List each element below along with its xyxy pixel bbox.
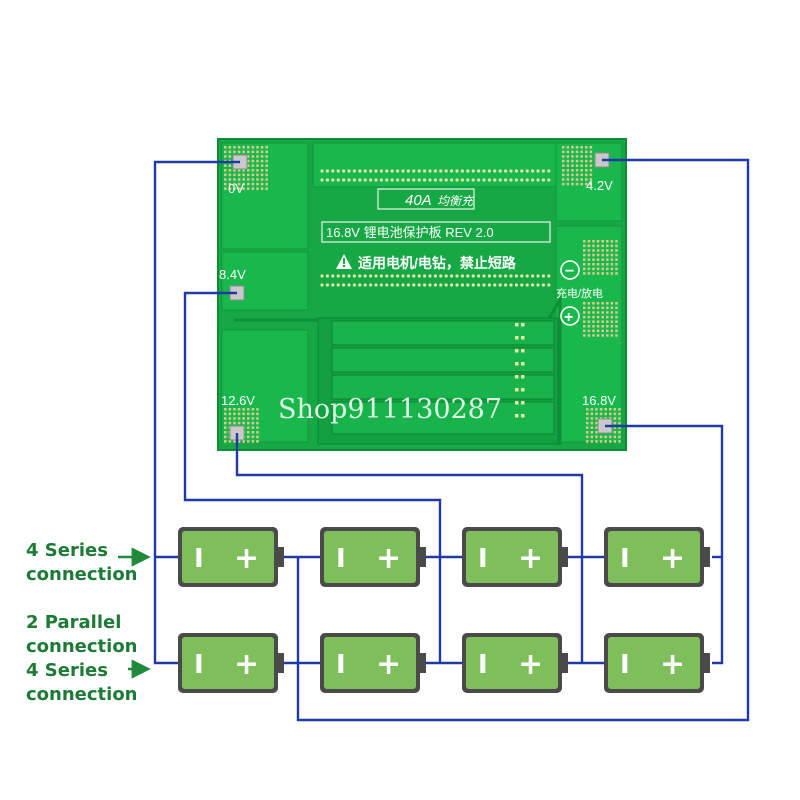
shop-watermark: Shop911130287 bbox=[278, 394, 502, 425]
pad-label-12-6v: 12.6V bbox=[221, 393, 255, 408]
battery-positive-sign: + bbox=[660, 541, 685, 576]
charge-discharge-label: 充电/放电 bbox=[556, 286, 603, 300]
battery-terminal bbox=[420, 653, 426, 673]
battery-positive-sign: + bbox=[660, 647, 685, 682]
warning-icon bbox=[336, 254, 352, 269]
series-label: 4 Series connection bbox=[26, 539, 138, 587]
battery-terminal bbox=[704, 653, 710, 673]
battery-negative-sign: I bbox=[194, 650, 204, 680]
battery-negative-sign: I bbox=[478, 544, 488, 574]
battery-terminal bbox=[278, 653, 284, 673]
battery-terminal bbox=[562, 547, 568, 567]
wiring bbox=[153, 158, 750, 722]
minus-sign: − bbox=[565, 263, 574, 280]
battery-negative-sign: I bbox=[620, 544, 630, 574]
plus-circle-icon bbox=[560, 306, 580, 326]
bms-protection-board: 40A 均衡充 16.8V 锂电池保护板 REV 2.0 适用电机/电钻，禁止短… bbox=[217, 138, 627, 451]
current-rating-text: 40A bbox=[405, 192, 432, 209]
board-title-text: 16.8V 锂电池保护板 REV 2.0 bbox=[326, 225, 494, 240]
pad-grids bbox=[224, 146, 621, 443]
battery-cell: I+ bbox=[320, 527, 426, 587]
battery-positive-sign: + bbox=[518, 541, 543, 576]
battery-pack: I+I+I+I+I+I+I+I+ bbox=[178, 527, 710, 693]
battery-positive-sign: + bbox=[518, 647, 543, 682]
series-label-line2: connection bbox=[26, 564, 138, 585]
battery-negative-sign: I bbox=[336, 650, 346, 680]
battery-terminal bbox=[562, 653, 568, 673]
battery-cell: I+ bbox=[178, 633, 284, 693]
wire-4-2v bbox=[296, 158, 750, 722]
battery-positive-sign: + bbox=[234, 647, 259, 682]
series-label-line1: 4 Series bbox=[26, 540, 108, 561]
minus-circle-icon bbox=[560, 260, 580, 280]
parallel-label-line1: 2 Parallel bbox=[26, 612, 122, 633]
battery-cell: I+ bbox=[462, 633, 568, 693]
plus-sign: + bbox=[564, 309, 573, 326]
pad-label-0v: 0V bbox=[228, 181, 244, 196]
wire-8-4v bbox=[183, 291, 442, 663]
battery-negative-sign: I bbox=[478, 650, 488, 680]
wire-12-6v bbox=[235, 433, 584, 663]
battery-terminal bbox=[278, 547, 284, 567]
wire-0v bbox=[153, 160, 240, 665]
pad-label-8-4v: 8.4V bbox=[219, 267, 246, 282]
parallel-label-line3: 4 Series bbox=[26, 660, 108, 681]
via-strips bbox=[320, 169, 551, 418]
parallel-label: 2 Parallel connection 4 Series connectio… bbox=[26, 611, 138, 707]
battery-negative-sign: I bbox=[620, 650, 630, 680]
parallel-label-line4: connection bbox=[26, 684, 138, 705]
battery-cell: I+ bbox=[320, 633, 426, 693]
pad-label-16-8v: 16.8V bbox=[582, 393, 616, 408]
parallel-label-line2: connection bbox=[26, 636, 138, 657]
brand-text: 均衡充 bbox=[437, 194, 475, 208]
battery-terminal bbox=[420, 547, 426, 567]
warning-text: 适用电机/电钻，禁止短路 bbox=[358, 255, 517, 271]
battery-negative-sign: I bbox=[194, 544, 204, 574]
battery-positive-sign: + bbox=[376, 541, 401, 576]
board-title-frame bbox=[321, 221, 551, 243]
board-rating-frame bbox=[377, 188, 475, 210]
battery-cell: I+ bbox=[178, 527, 284, 587]
battery-terminal bbox=[704, 547, 710, 567]
battery-negative-sign: I bbox=[336, 544, 346, 574]
battery-cell: I+ bbox=[604, 527, 710, 587]
battery-cell: I+ bbox=[462, 527, 568, 587]
battery-positive-sign: + bbox=[376, 647, 401, 682]
pad-label-4-2v: 4.2V bbox=[586, 178, 613, 193]
wire-16-8v bbox=[605, 424, 724, 665]
battery-positive-sign: + bbox=[234, 541, 259, 576]
battery-cell: I+ bbox=[604, 633, 710, 693]
